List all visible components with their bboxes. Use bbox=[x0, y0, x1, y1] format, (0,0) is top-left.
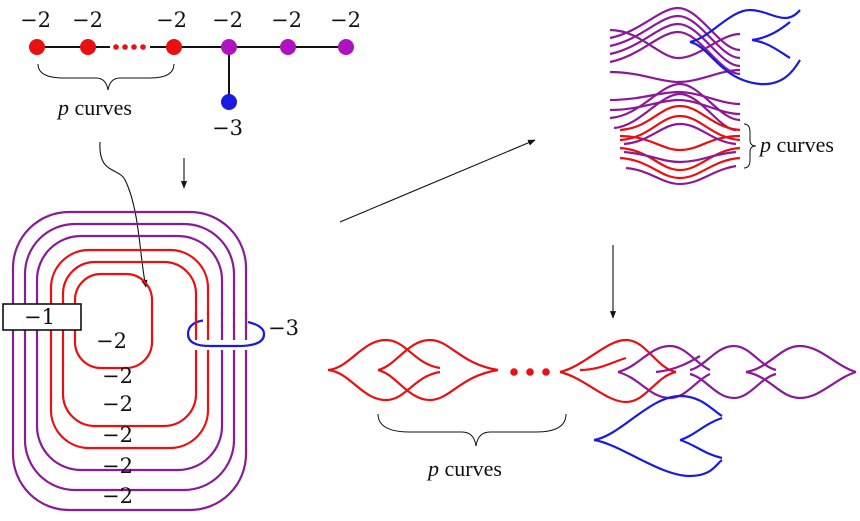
top-brace-label: p curves bbox=[758, 132, 834, 157]
top-brace bbox=[743, 123, 757, 169]
top-blue-curve-4 bbox=[751, 38, 791, 59]
framing-box bbox=[2, 303, 82, 331]
bottom-brace bbox=[377, 413, 567, 447]
arrows bbox=[99, 139, 617, 319]
top-red-strand-4 bbox=[619, 156, 741, 180]
top-purple-strand-1 bbox=[609, 6, 741, 52]
top-purple-strand-4 bbox=[609, 30, 741, 76]
top-purple-strand-13 bbox=[625, 164, 737, 186]
top-purple-strand-5 bbox=[609, 28, 741, 60]
bottom-blue-curve-2 bbox=[593, 438, 723, 478]
node-weight-1: −2 bbox=[20, 8, 51, 32]
bottom-blue-curve-4 bbox=[679, 438, 723, 460]
kirby-loop-purple-6 bbox=[11, 210, 248, 512]
graph-brace-label: p curves bbox=[56, 95, 132, 120]
bottom-blue-curve-3 bbox=[679, 416, 723, 442]
framing-label-6: −2 bbox=[102, 484, 133, 508]
arrow-brace-to-red-curves bbox=[99, 141, 148, 288]
bottom-red-curve-3 bbox=[377, 338, 499, 372]
node-weight-3: −2 bbox=[156, 8, 187, 32]
top-blue-curve-2 bbox=[689, 40, 801, 86]
ellipsis-dots bbox=[113, 44, 146, 50]
bottom-red-curve-2 bbox=[327, 368, 441, 402]
node-weight-2: −2 bbox=[72, 8, 103, 32]
graph-brace bbox=[37, 63, 175, 91]
graph-node-3 bbox=[166, 39, 182, 55]
graph-node-2 bbox=[80, 39, 96, 55]
top-red-strand-5 bbox=[619, 134, 741, 152]
node-weight-4: −2 bbox=[212, 8, 243, 32]
legendrian-bottom: p curves bbox=[327, 338, 857, 481]
meridian-gaps bbox=[203, 315, 245, 325]
framing-label-1: −2 bbox=[96, 329, 127, 353]
arrow-kirby-to-top-legendrian bbox=[339, 139, 536, 223]
bottom-purple-curve-1 bbox=[617, 344, 711, 374]
framing-label-5: −2 bbox=[102, 454, 133, 478]
top-red-strand-3 bbox=[619, 146, 741, 172]
top-purple-strand-3 bbox=[609, 22, 741, 68]
bottom-ellipsis-dots bbox=[510, 368, 550, 376]
blue-framing-label: −3 bbox=[268, 316, 299, 340]
top-red-strand-1 bbox=[619, 104, 741, 132]
node-weight-bottom: −3 bbox=[212, 116, 243, 140]
top-blue-curve-1 bbox=[689, 8, 801, 44]
framing-box-label: −1 bbox=[24, 305, 55, 329]
graph-node-bottom bbox=[221, 94, 237, 110]
node-weight-6: −2 bbox=[330, 8, 361, 32]
top-purple-strand-9 bbox=[609, 82, 741, 122]
kirby-diagram: −1 −3 −2 −2 −2 −2 −2 −2 bbox=[2, 210, 299, 512]
bottom-brace-label: p curves bbox=[426, 456, 502, 481]
graph-node-4 bbox=[221, 39, 237, 55]
framing-label-2: −2 bbox=[102, 364, 133, 388]
graph-node-5 bbox=[280, 39, 296, 55]
top-blue-curve-3 bbox=[751, 21, 791, 42]
top-purple-strand-12 bbox=[623, 150, 737, 164]
top-purple-strand-6 bbox=[609, 68, 741, 84]
node-weight-5: −2 bbox=[271, 8, 302, 32]
bottom-red-curve-7 bbox=[579, 356, 627, 372]
framing-label-4: −2 bbox=[102, 423, 133, 447]
bottom-purple-curve-3 bbox=[689, 344, 777, 372]
bottom-purple-curve-6 bbox=[745, 370, 857, 400]
bottom-purple-curve-5 bbox=[745, 344, 857, 374]
kirby-loop-purple-4 bbox=[35, 234, 224, 472]
kirby-loop-purple-5 bbox=[23, 222, 236, 492]
top-purple-strand-11 bbox=[623, 122, 737, 146]
bottom-red-curve-4 bbox=[377, 368, 499, 402]
plumbing-graph: −2 −2 −2 −2 −2 −2 −3 p curves bbox=[20, 8, 361, 140]
bottom-blue-curve-1 bbox=[593, 394, 723, 442]
bottom-red-curve-1 bbox=[327, 338, 441, 372]
framing-label-3: −2 bbox=[102, 392, 133, 416]
bottom-red-curve-5 bbox=[559, 338, 677, 374]
graph-node-6 bbox=[338, 39, 354, 55]
legendrian-top: p curves bbox=[609, 6, 834, 186]
bottom-purple-curve-7 bbox=[655, 355, 701, 374]
bottom-red-curve-6 bbox=[559, 370, 677, 404]
top-purple-strand-7 bbox=[609, 90, 741, 106]
top-purple-strand-10 bbox=[613, 92, 737, 132]
blue-meridian-front bbox=[186, 333, 266, 348]
bottom-purple-curve-4 bbox=[689, 372, 777, 400]
graph-node-1 bbox=[29, 39, 45, 55]
top-red-strand-2 bbox=[619, 114, 741, 142]
top-purple-strand-2 bbox=[609, 14, 741, 60]
kirby-loop-red-1 bbox=[73, 272, 154, 370]
